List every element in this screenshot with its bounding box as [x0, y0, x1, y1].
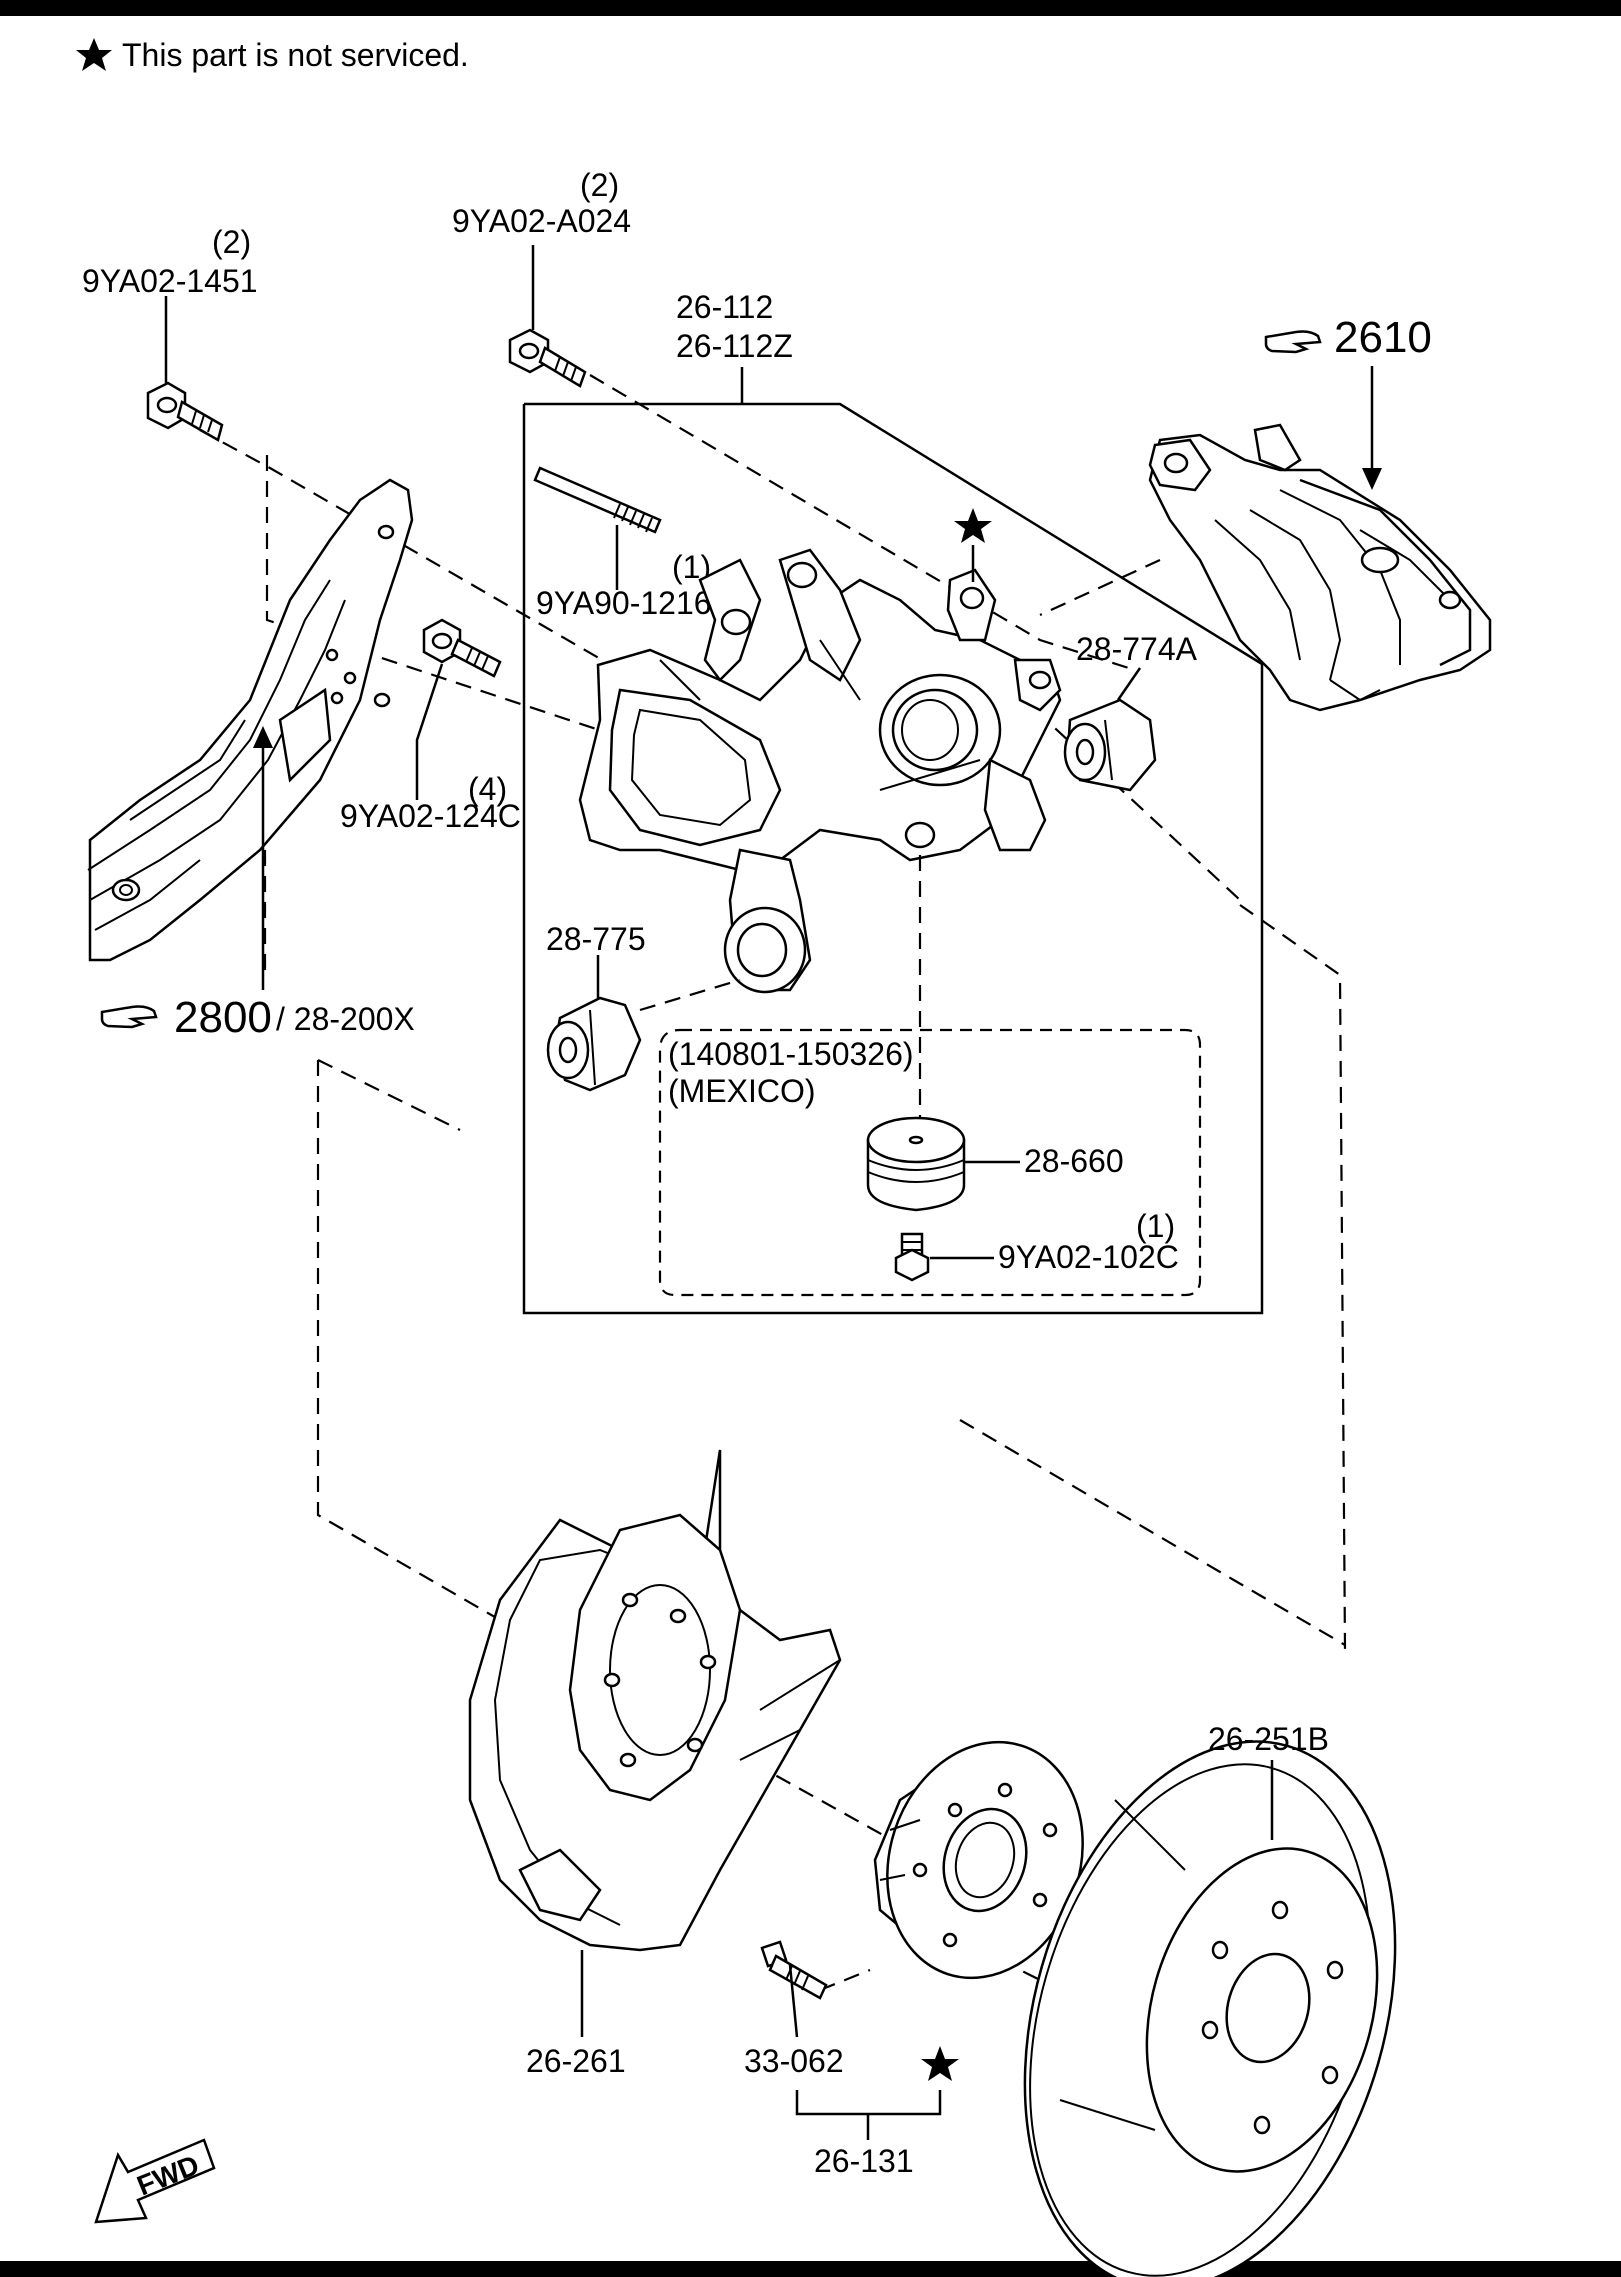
label-062: 33-062	[744, 2043, 844, 2079]
hub-bolt-33-062	[760, 1940, 828, 2000]
label-28-200x: / 28-200X	[276, 1001, 415, 1037]
leader-774a	[1116, 667, 1142, 701]
label-knuckle-1: 26-112	[676, 289, 773, 325]
dust-shield-26-261	[468, 1449, 842, 1952]
not-serviced-note: This part is not serviced.	[76, 37, 469, 73]
label-775: 28-775	[546, 921, 646, 957]
leader-062	[788, 1964, 799, 2038]
star-icon	[921, 2046, 959, 2081]
label-2800: 2800	[174, 993, 272, 1042]
label-1451: 9YA02-1451	[82, 263, 258, 299]
label-1451-qty: (2)	[212, 224, 251, 260]
star-icon	[954, 508, 992, 543]
label-2610: 2610	[1334, 313, 1432, 362]
bolt-9ya02-102c	[894, 1232, 930, 1282]
label-124c: 9YA02-124C	[340, 798, 521, 834]
note-text: This part is not serviced.	[122, 37, 469, 73]
pointing-hand-icon	[1264, 330, 1322, 354]
stud-9ya90-1216	[533, 466, 662, 534]
label-261: 26-261	[526, 2043, 626, 2079]
label-stud: 9YA90-1216	[536, 585, 712, 621]
label-251b: 26-251B	[1208, 1721, 1329, 1757]
mexico-variant-box	[658, 1028, 1202, 1297]
fwd-arrow-icon: FWD	[94, 2138, 216, 2224]
knuckle-assembly-box	[522, 404, 1264, 1315]
bolt-9ya02-1451	[146, 381, 224, 442]
top-border	[0, 0, 1621, 16]
label-774a: 28-774A	[1076, 631, 1198, 667]
caliper-reference: 2610	[1264, 313, 1432, 490]
brake-caliper	[1148, 423, 1492, 712]
bushing-28-774a	[1063, 698, 1157, 792]
leader-knuckle	[524, 367, 1263, 666]
bolt-9ya02-124c	[422, 618, 502, 678]
steering-knuckle	[578, 548, 1062, 994]
label-102c: 9YA02-102C	[998, 1239, 1179, 1275]
arm-reference: 2800 / 28-200X	[100, 993, 415, 1042]
cap-28-660	[866, 1116, 966, 1212]
label-knuckle-2: 26-112Z	[676, 328, 793, 364]
label-mexico-dates: (140801-150326)	[668, 1036, 914, 1072]
label-124c-qty: (4)	[468, 771, 507, 807]
wheel-hub-26-131	[873, 1740, 1084, 1980]
label-660: 28-660	[1024, 1143, 1124, 1179]
trailing-arm	[87, 478, 414, 990]
label-102c-qty: (1)	[1136, 1208, 1175, 1244]
label-a024-qty: (2)	[580, 167, 619, 203]
label-131: 26-131	[814, 2143, 914, 2179]
bushing-28-775	[546, 996, 642, 1092]
star-icon	[76, 38, 112, 71]
bolt-9ya02-a024	[508, 328, 587, 388]
leader-124c	[415, 663, 444, 800]
pointing-hand-icon	[100, 1005, 158, 1029]
bracket-26-131	[795, 2090, 942, 2140]
brake-rotor-26-251b	[1023, 1740, 1397, 2277]
label-mexico: (MEXICO)	[668, 1073, 816, 1109]
label-a024: 9YA02-A024	[452, 203, 631, 239]
